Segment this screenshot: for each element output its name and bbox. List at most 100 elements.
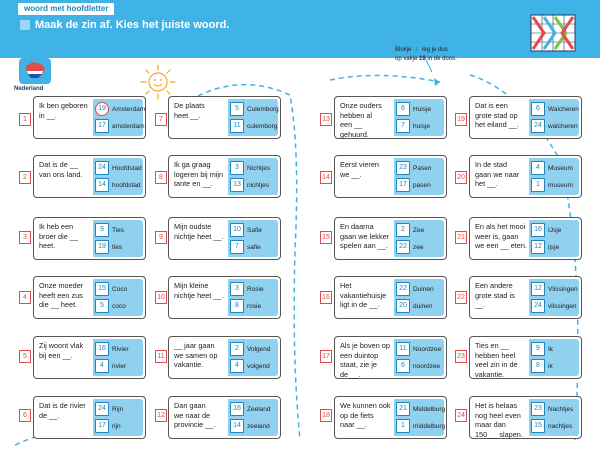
sentence-text: Ik heb een broer die __ heet. bbox=[39, 222, 78, 250]
option-number: 9 bbox=[95, 223, 109, 237]
sentence-text: De plaats heet __. bbox=[174, 101, 205, 120]
option-word: rijn bbox=[112, 422, 121, 430]
sentence-text: Het vakantiehuisje ligt in de __. bbox=[340, 281, 387, 309]
sentence-text: Dan gaan we naar de provincie __. bbox=[174, 401, 216, 429]
option-number: 16 bbox=[230, 402, 244, 416]
option-number: 6 bbox=[396, 102, 410, 116]
item-number: 2 bbox=[19, 171, 31, 184]
item-number: 9 bbox=[155, 231, 167, 244]
item-number: 19 bbox=[455, 113, 467, 126]
hint-text: leg je dus bbox=[422, 47, 448, 53]
option-number: 7 bbox=[230, 240, 244, 254]
sentence-card: Onze moeder heeft een zus die __ heet. 1… bbox=[33, 276, 146, 319]
sentence-text: Dat is een grote stad op het eiland __. bbox=[475, 101, 519, 129]
sentence-text: Mijn kleine nichtje heet __. bbox=[174, 281, 224, 300]
option-word: vlissingen bbox=[548, 302, 577, 310]
option-word: ties bbox=[112, 243, 123, 251]
option-number: 5 bbox=[95, 299, 109, 313]
sentence-text: Dat is de __ van ons land. bbox=[39, 160, 83, 179]
option-number: 22 bbox=[396, 240, 410, 254]
hint-note: Blokje 1 leg je dus op vakje 19 in de do… bbox=[395, 46, 457, 64]
option-word: Zeeland bbox=[247, 405, 271, 413]
option-number: 24 bbox=[531, 299, 545, 313]
option-number: 4 bbox=[230, 359, 244, 373]
hint-text: op vakje bbox=[395, 56, 418, 62]
option-number: 14 bbox=[230, 419, 244, 433]
option-number: 23 bbox=[531, 402, 545, 416]
option-number: 2 bbox=[230, 342, 244, 356]
option-number: 1 bbox=[531, 178, 545, 192]
item-number: 18 bbox=[320, 409, 332, 422]
option-number: 22 bbox=[396, 282, 410, 296]
option-word: Amsterdam bbox=[112, 105, 146, 113]
sentence-text: Eerst vieren we __. bbox=[340, 160, 379, 179]
option-word: hoofdstad bbox=[112, 181, 141, 189]
option-word: Museum bbox=[548, 164, 573, 172]
option-number: 11 bbox=[396, 342, 410, 356]
option-number: 16 bbox=[531, 223, 545, 237]
